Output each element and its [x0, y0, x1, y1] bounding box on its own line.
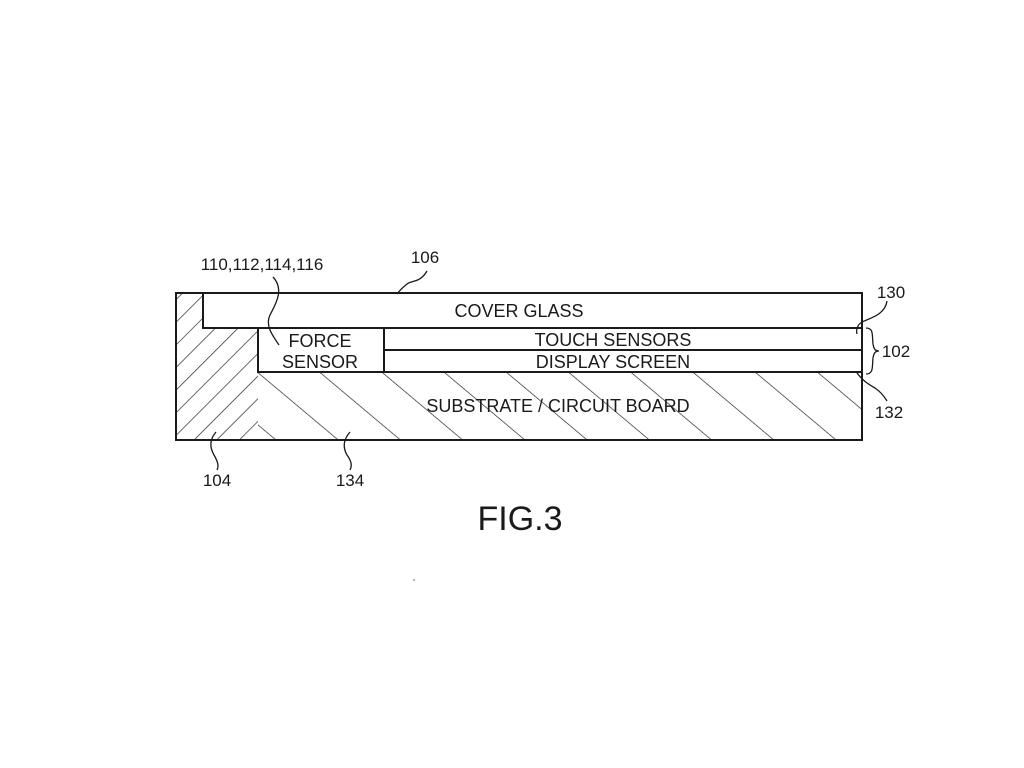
substrate-region	[258, 372, 862, 440]
display-screen-layer	[383, 349, 863, 373]
display-screen-label: DISPLAY SCREEN	[536, 352, 690, 372]
substrate-label: SUBSTRATE / CIRCUIT BOARD	[426, 396, 689, 416]
leader-cover-glass	[396, 270, 428, 295]
force-sensor-label-line2: SENSOR	[282, 352, 358, 372]
ref-substrate: 134	[336, 471, 364, 490]
ref-cover-glass: 106	[411, 248, 439, 267]
cover-glass-label: COVER GLASS	[454, 301, 583, 321]
ref-housing: 104	[203, 471, 231, 490]
housing-region	[176, 293, 258, 440]
leader-substrate	[343, 431, 352, 471]
ref-102: 102	[882, 342, 910, 361]
leader-130	[856, 300, 888, 335]
ref-force-sensors: 110,112,114,116	[201, 255, 324, 274]
leader-132	[856, 372, 888, 402]
scan-speck	[413, 579, 415, 581]
touch-sensors-label: TOUCH SENSORS	[535, 330, 692, 350]
force-sensor-label-line1: FORCE	[289, 331, 352, 351]
ref-130: 130	[877, 283, 905, 302]
brace-102	[865, 327, 880, 375]
figure-caption: FIG.3	[477, 500, 562, 538]
ref-132: 132	[875, 403, 903, 422]
leader-force-sensors	[267, 276, 280, 346]
leader-housing	[210, 431, 219, 471]
